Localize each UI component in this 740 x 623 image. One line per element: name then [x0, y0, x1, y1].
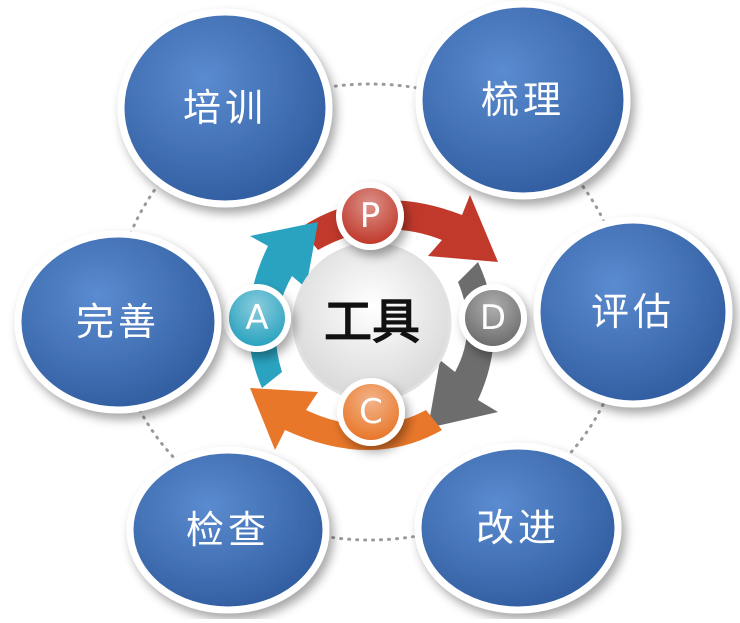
node-improvement: 改进	[414, 442, 622, 614]
badge-a: A	[223, 284, 291, 352]
node-training: 培训	[117, 8, 333, 208]
node-assessment-label: 评估	[591, 290, 675, 334]
badge-p-letter: P	[360, 196, 381, 236]
node-inspection: 检查	[126, 446, 330, 614]
node-assessment: 评估	[533, 216, 733, 408]
badge-a-letter: A	[245, 298, 268, 338]
node-improvement-label: 改进	[476, 506, 560, 550]
node-training-label: 培训	[183, 86, 267, 130]
badge-d: D	[459, 284, 527, 352]
badge-p: P	[336, 182, 404, 250]
node-sorting: 梳理	[415, 0, 631, 200]
badge-c-letter: C	[359, 392, 383, 432]
node-inspection-label: 检查	[186, 508, 270, 552]
node-refinement: 完善	[14, 230, 222, 414]
center-hub: 工具	[248, 195, 498, 450]
node-sorting-label: 梳理	[481, 78, 565, 122]
node-refinement-label: 完善	[76, 300, 160, 344]
badge-d-letter: D	[480, 298, 506, 338]
badge-c: C	[337, 378, 405, 446]
center-label: 工具	[324, 294, 420, 350]
